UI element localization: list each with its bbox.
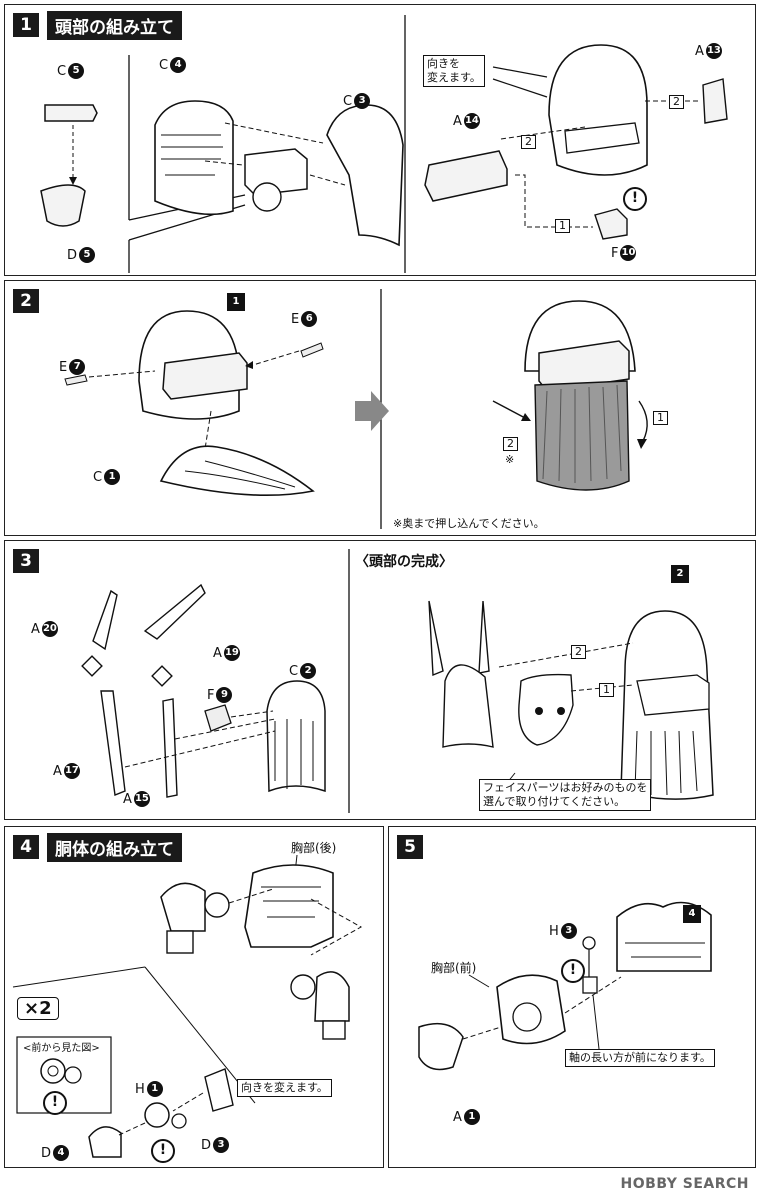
step5-illustration [418,901,712,1071]
step-title: 頭部の組み立て [47,11,182,40]
ref-step-2: 2 [671,565,689,583]
axis-note: 軸の長い方が前になります。 [565,1049,715,1067]
caution-icon: ! [561,959,585,983]
step1-illustration [40,15,728,273]
step2-illustration [64,289,648,529]
front-view-label: <前から見た図> [23,1043,100,1054]
watermark: HOBBY SEARCH [620,1176,749,1192]
caution-icon: ! [623,187,647,211]
direction-note: 向きを変えます。 [237,1079,332,1097]
order-mark: 2 [571,645,586,659]
step-4-panel: 4 胴体の組み立て 胸部(後) ×2 <前から見た図> ! ! [4,826,384,1168]
step4-illustration [12,854,363,1158]
direction-note: 向きを 変えます。 [423,55,485,87]
step-title: 胴体の組み立て [47,833,182,862]
note-mark: ※ [505,453,515,466]
step-number: 1 [13,13,39,37]
step-number: 4 [13,835,39,859]
ref-step-1: 1 [227,293,245,311]
order-mark: 2 [503,437,518,451]
chest-front-label: 胸部(前) [431,961,477,975]
step-number: 5 [397,835,423,859]
ref-step-4: 4 [683,905,701,923]
order-mark: 2 [669,95,684,109]
step-number: 3 [13,549,39,573]
complete-title: 〈頭部の完成〉 [355,554,453,570]
caution-icon: ! [151,1139,175,1163]
order-mark: 1 [599,683,614,697]
face-note: フェイスパーツはお好みのものを 選んで取り付けてください。 [479,779,652,811]
order-mark: 1 [555,219,570,233]
quantity-badge: ×2 [17,997,59,1020]
step-number: 2 [13,289,39,313]
step-1-panel: 1 頭部の組み立て [4,4,756,276]
step3-illustration [81,549,714,813]
caution-icon: ! [43,1091,67,1115]
order-mark: 2 [521,135,536,149]
push-note: ※奥まで押し込んでください。 [393,517,545,530]
order-mark: 1 [653,411,668,425]
chest-back-label: 胸部(後) [291,841,337,855]
